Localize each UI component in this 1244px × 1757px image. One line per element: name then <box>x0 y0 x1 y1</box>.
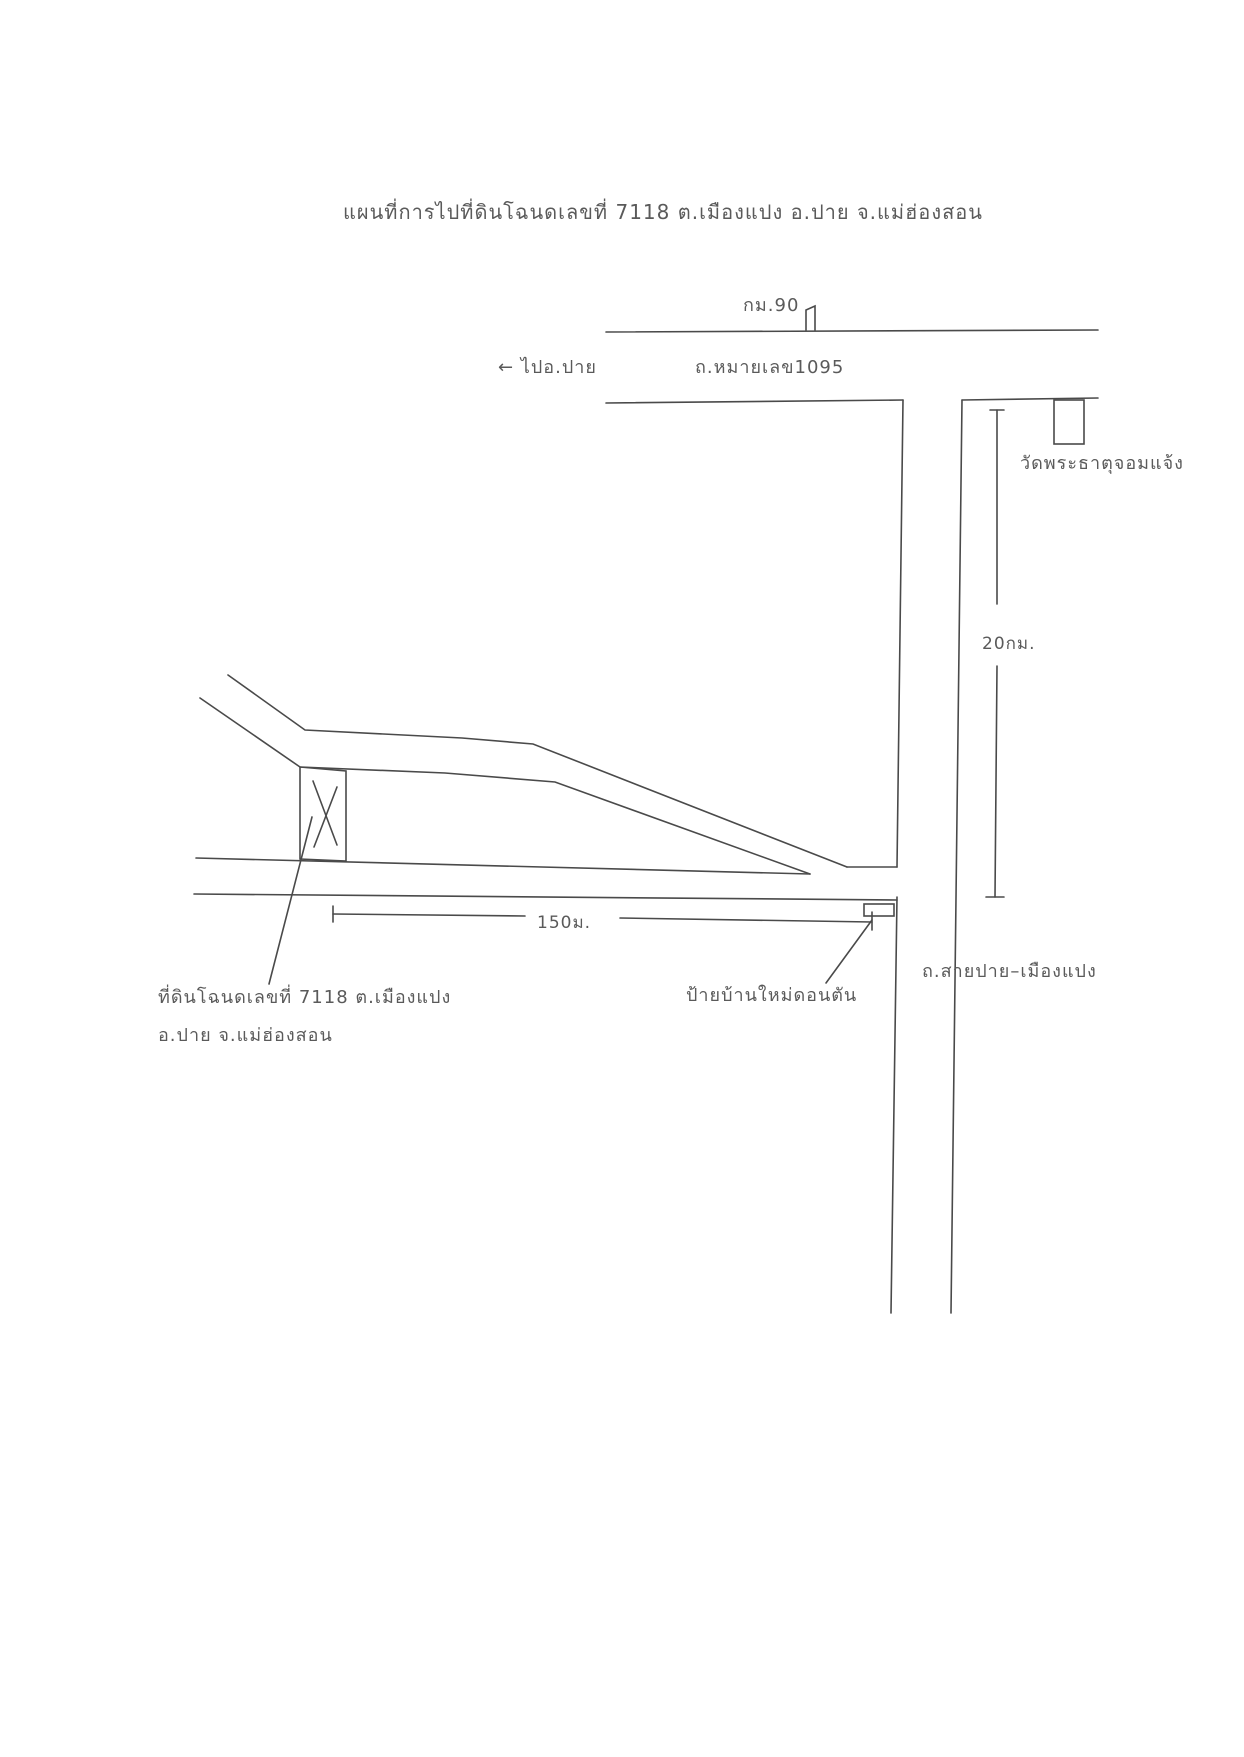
map-title: แผนที่การไปที่ดินโฉนดเลขที่ 7118 ต.เมือง… <box>343 200 983 224</box>
side-road-upper-edge <box>195 857 811 875</box>
sign-label: ป้ายบ้านใหม่ดอนตัน <box>686 985 858 1006</box>
land-leader-line <box>268 816 313 985</box>
km90-label: กม.90 <box>743 295 800 316</box>
side-road-lower-edge <box>193 893 898 901</box>
road-muangpaeng-left-edge-upper <box>896 399 904 868</box>
distance-20km-label: 20กม. <box>982 634 1036 654</box>
dimension-150m-right <box>619 917 873 923</box>
dimension-20km-lower <box>994 665 998 898</box>
road-muangpaeng-right-edge <box>950 399 963 1314</box>
access-lane-lower <box>199 697 811 875</box>
sign-leader-line <box>825 919 873 984</box>
road-muangpaeng-left-edge-lower <box>890 896 898 1314</box>
temple-label: วัดพระธาตุจอมแจ้ง <box>1020 453 1184 474</box>
temple-icon <box>1053 399 1085 445</box>
land-label-line2: อ.ปาย จ.แม่ฮ่องสอน <box>158 1025 333 1046</box>
land-plot-cross <box>312 780 338 846</box>
distance-150m-label: 150ม. <box>533 909 596 936</box>
dimension-150m-left <box>332 913 526 917</box>
access-lane-upper <box>227 674 848 868</box>
land-plot-outline <box>299 766 347 862</box>
land-plot-cross <box>313 786 338 848</box>
road-1095-bottom-edge-right <box>961 397 1099 401</box>
road-1095-top-edge <box>605 329 1099 333</box>
road-1095-bottom-edge-left <box>605 399 904 404</box>
to-pai-label: ← ไปอ.ปาย <box>498 357 597 378</box>
road-muangpaeng-label: ถ.สายปาย–เมืองแปง <box>922 961 1097 982</box>
km90-marker-icon <box>805 304 816 331</box>
road-1095-label: ถ.หมายเลข1095 <box>695 357 845 378</box>
land-label-line1: ที่ดินโฉนดเลขที่ 7118 ต.เมืองแปง <box>158 987 452 1008</box>
sign-post-icon <box>863 903 895 917</box>
